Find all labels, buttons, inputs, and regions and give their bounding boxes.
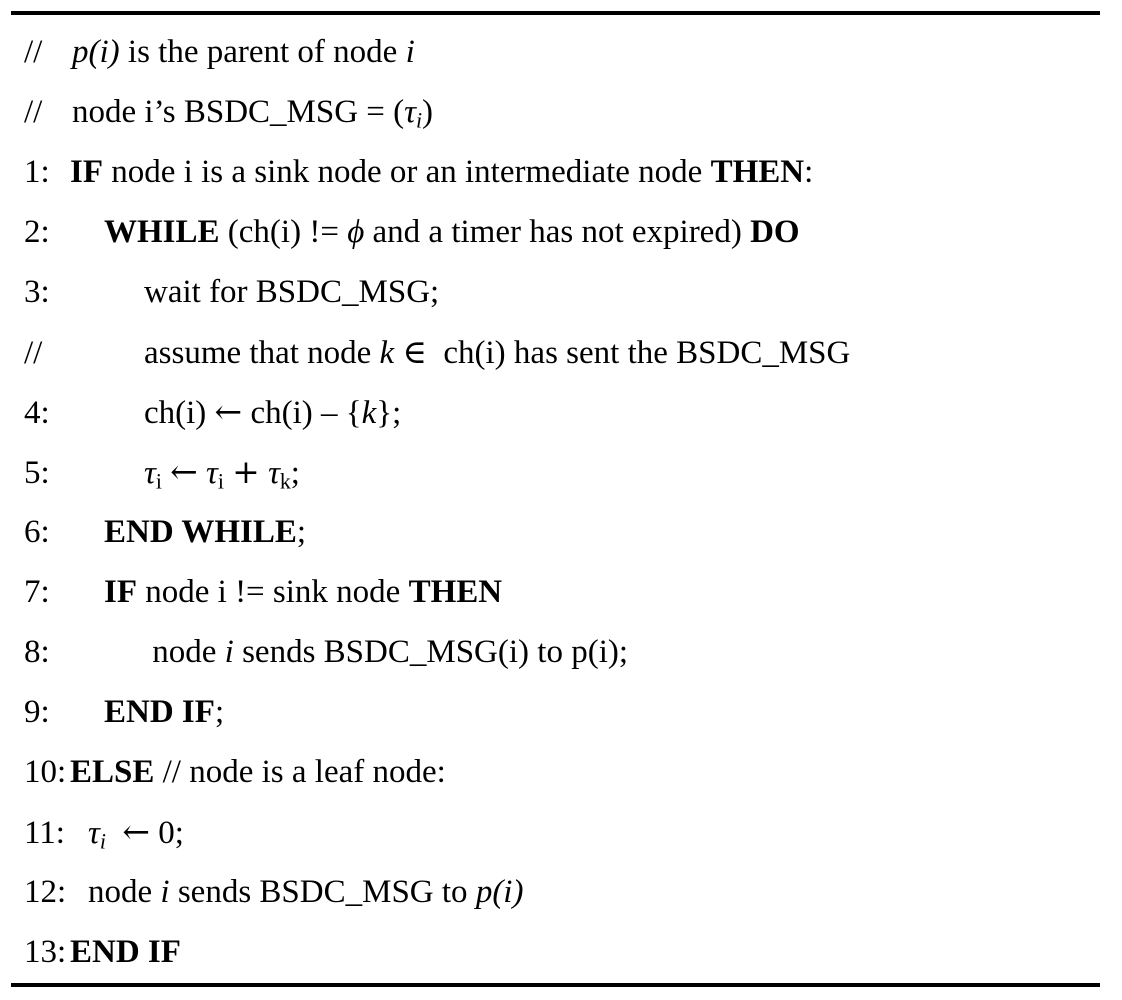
line-label: // bbox=[24, 94, 43, 130]
pseudocode-line: // assume that node k ∈ ch(i) has sent t… bbox=[0, 322, 1122, 382]
line-label: 1: bbox=[24, 154, 50, 190]
line-label: 2: bbox=[24, 214, 50, 250]
pseudocode-line: 5: τi ← τi + τk; bbox=[0, 442, 1122, 502]
pseudocode-line: // node i’s BSDC_MSG = (τi) bbox=[0, 82, 1122, 142]
line-text: WHILE (ch(i) != ϕ and a timer has not ex… bbox=[104, 214, 800, 250]
line-text: IF node i != sink node THEN bbox=[104, 574, 503, 610]
pseudocode-line: 10: ELSE // node is a leaf node: bbox=[0, 742, 1122, 802]
line-text: wait for BSDC_MSG; bbox=[144, 274, 440, 310]
line-label: 8: bbox=[24, 634, 50, 670]
top-rule bbox=[11, 11, 1100, 15]
line-text: τi ← τi + τk; bbox=[144, 452, 300, 494]
bottom-rule bbox=[11, 983, 1100, 987]
line-label: // bbox=[24, 34, 43, 70]
pseudocode-line: 1: IF node i is a sink node or an interm… bbox=[0, 142, 1122, 202]
line-text: p(i) is the parent of node i bbox=[72, 34, 415, 70]
line-text: node i’s BSDC_MSG = (τi) bbox=[72, 94, 434, 133]
pseudocode-line: 12: node i sends BSDC_MSG to p(i) bbox=[0, 862, 1122, 922]
pseudocode-line: // p(i) is the parent of node i bbox=[0, 22, 1122, 82]
line-text: END IF bbox=[70, 934, 181, 970]
line-label: 6: bbox=[24, 514, 50, 550]
line-label: 5: bbox=[24, 455, 50, 491]
line-label: 4: bbox=[24, 395, 50, 431]
pseudocode-line: 13: END IF bbox=[0, 922, 1122, 982]
line-label: 3: bbox=[24, 274, 50, 310]
line-text: ELSE // node is a leaf node: bbox=[70, 754, 446, 790]
line-text: assume that node k ∈ ch(i) has sent the … bbox=[144, 332, 851, 371]
line-label: 10: bbox=[24, 754, 67, 790]
line-text: τi ← 0; bbox=[88, 812, 184, 854]
pseudocode-line: 7: IF node i != sink node THEN bbox=[0, 562, 1122, 622]
line-text: node i sends BSDC_MSG to p(i) bbox=[88, 874, 524, 910]
line-text: node i sends BSDC_MSG(i) to p(i); bbox=[144, 634, 629, 670]
line-text: IF node i is a sink node or an intermedi… bbox=[70, 154, 814, 190]
line-label: 9: bbox=[24, 694, 50, 730]
line-label: 13: bbox=[24, 934, 67, 970]
line-text: END WHILE; bbox=[104, 514, 307, 550]
pseudocode-line: 2: WHILE (ch(i) != ϕ and a timer has not… bbox=[0, 202, 1122, 262]
line-label: 7: bbox=[24, 574, 50, 610]
line-label: 12: bbox=[24, 874, 67, 910]
pseudocode-line: 4: ch(i) ← ch(i) – {k}; bbox=[0, 382, 1122, 442]
pseudocode-line: 6: END WHILE; bbox=[0, 502, 1122, 562]
pseudocode-line: 9: END IF; bbox=[0, 682, 1122, 742]
line-text: END IF; bbox=[104, 694, 225, 730]
line-text: ch(i) ← ch(i) – {k}; bbox=[144, 392, 402, 431]
line-label: 11: bbox=[24, 815, 65, 851]
pseudocode-line: 11: τi ← 0; bbox=[0, 802, 1122, 862]
pseudocode-line: 8: node i sends BSDC_MSG(i) to p(i); bbox=[0, 622, 1122, 682]
line-label: // bbox=[24, 335, 43, 371]
pseudocode-line-list: // p(i) is the parent of node i // node … bbox=[0, 22, 1122, 982]
pseudocode-line: 3: wait for BSDC_MSG; bbox=[0, 262, 1122, 322]
